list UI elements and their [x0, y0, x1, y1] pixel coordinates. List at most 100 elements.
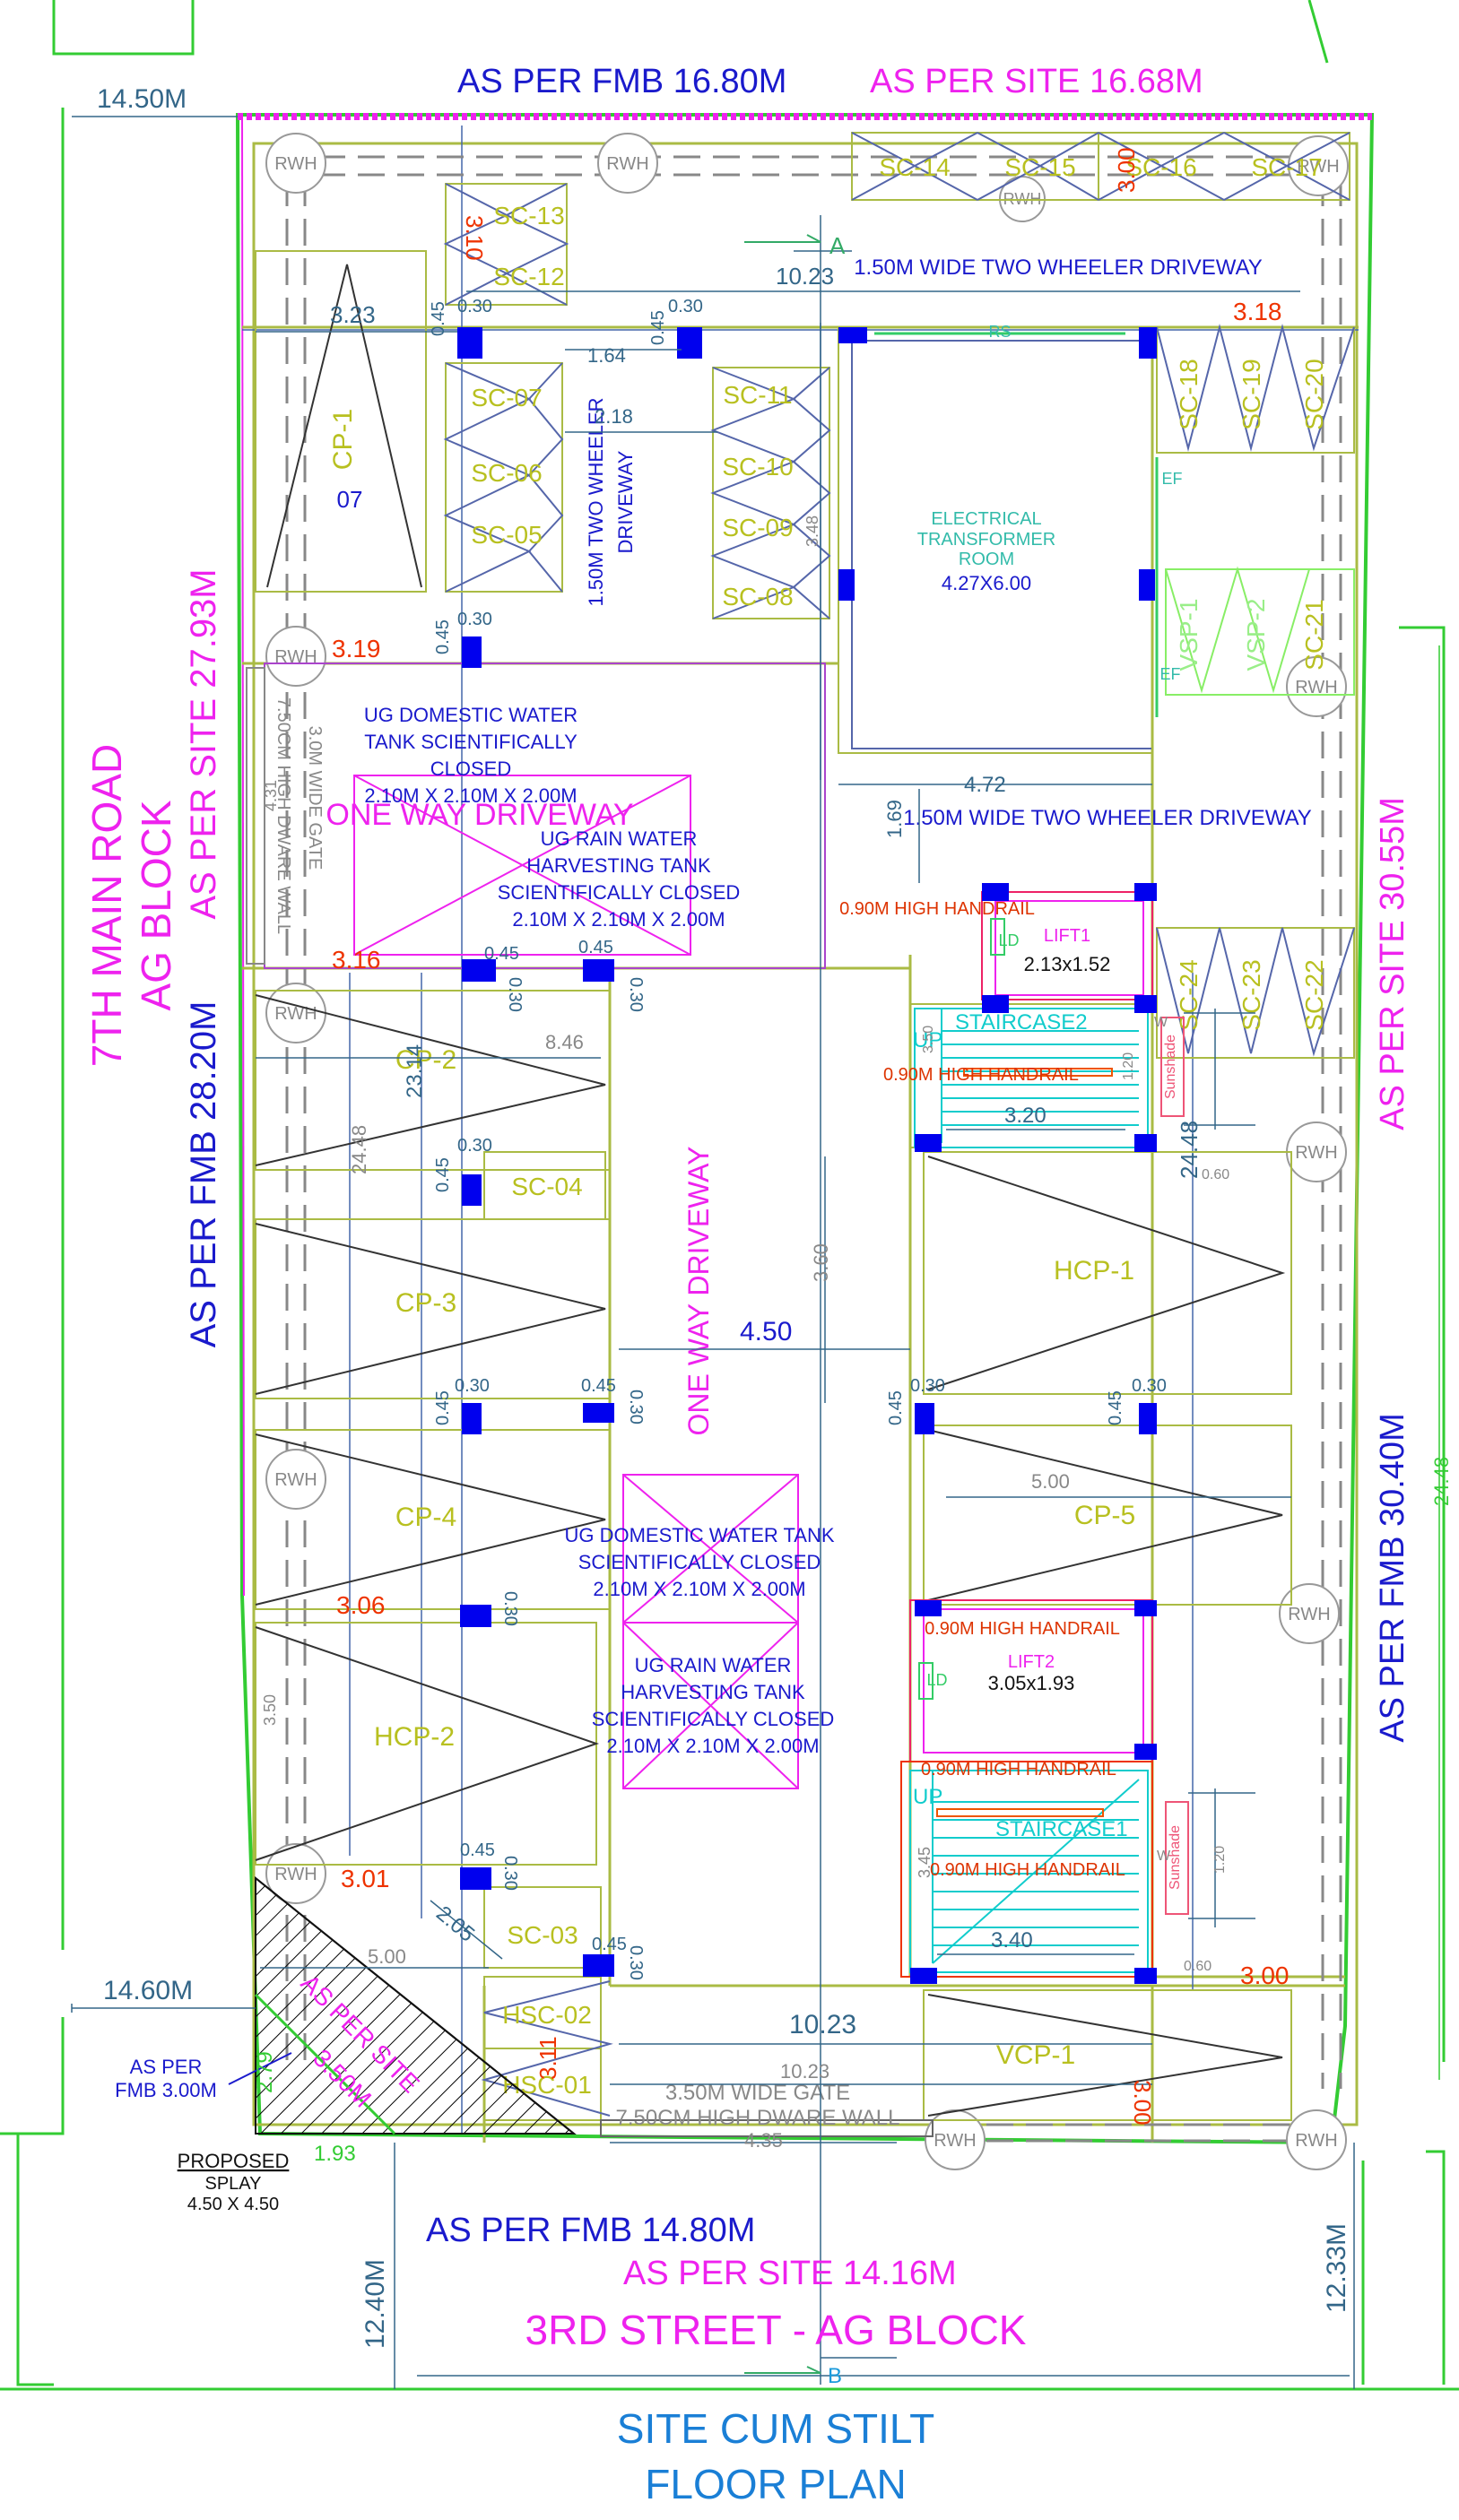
svg-text:SC-13: SC-13 — [493, 202, 564, 229]
svg-text:3.10: 3.10 — [461, 215, 488, 261]
svg-text:SC-23: SC-23 — [1238, 959, 1265, 1030]
svg-text:RWH: RWH — [934, 2131, 976, 2151]
rwh-pit — [1279, 1583, 1340, 1644]
svg-text:1.69: 1.69 — [883, 800, 906, 838]
svg-text:3.00: 3.00 — [1240, 1961, 1290, 1989]
left-offset-top: 14.50M — [97, 84, 187, 114]
svg-text:SC-05: SC-05 — [471, 521, 542, 549]
parking-sc-left — [443, 362, 564, 593]
svg-text:RWH: RWH — [274, 1865, 317, 1884]
gate-bottom — [600, 2119, 934, 2137]
gate-top — [246, 667, 265, 965]
section-a-label: A — [829, 232, 846, 259]
parking-right-column-labels: HCP-1 CP-5 — [1054, 1256, 1135, 1530]
svg-text:2.05: 2.05 — [431, 1901, 479, 1947]
staircase1-labels: 0.90M HIGH HANDRAIL STAIRCASE1 UP 0.90M … — [913, 1760, 1183, 1890]
svg-text:3.50: 3.50 — [921, 1026, 936, 1053]
svg-text:STAIRCASE1: STAIRCASE1 — [995, 1817, 1128, 1841]
svg-text:EF: EF — [1159, 665, 1180, 683]
svg-text:0.45: 0.45 — [433, 619, 453, 654]
svg-text:RS: RS — [988, 323, 1011, 341]
parking-sc-right-top-labels: SC-18 SC-19 SC-20 — [1175, 359, 1328, 429]
svg-text:2.10M X 2.10M X 2.00M: 2.10M X 2.10M X 2.00M — [512, 908, 725, 931]
proposed-splay-labels: PROPOSED SPLAY 4.50 X 4.50 — [178, 2150, 290, 2214]
svg-text:0.45: 0.45 — [886, 1390, 906, 1425]
svg-text:UG DOMESTIC WATER TANK: UG DOMESTIC WATER TANK — [564, 1524, 834, 1546]
surroundings — [0, 0, 1459, 2391]
svg-text:EF: EF — [1161, 470, 1182, 488]
svg-text:3.45: 3.45 — [916, 1847, 934, 1878]
rwh-pit — [265, 133, 326, 194]
svg-text:LIFT1: LIFT1 — [1044, 926, 1090, 946]
bottom-left-offset: 12.40M — [360, 2259, 390, 2349]
left-pink-line — [241, 116, 245, 1597]
svg-text:23.14: 23.14 — [403, 1044, 427, 1098]
parking-sc04 — [483, 1151, 606, 1220]
svg-text:HARVESTING TANK: HARVESTING TANK — [621, 1681, 805, 1703]
rwh-pit — [597, 133, 658, 194]
svg-text:UG RAIN WATER: UG RAIN WATER — [635, 1654, 792, 1676]
svg-text:8.46: 8.46 — [545, 1031, 584, 1053]
drawing-title-line2: FLOOR PLAN — [645, 2461, 906, 2507]
svg-text:3.01: 3.01 — [341, 1865, 390, 1892]
svg-text:STAIRCASE2: STAIRCASE2 — [955, 1010, 1088, 1035]
svg-text:SC-24: SC-24 — [1175, 959, 1203, 1030]
svg-text:SC-14: SC-14 — [879, 153, 950, 181]
svg-text:24.48: 24.48 — [1430, 1457, 1453, 1506]
svg-text:SC-20: SC-20 — [1300, 359, 1328, 429]
handrail-label-1: 0.90M HIGH HANDRAIL — [839, 899, 1035, 919]
svg-text:RWH: RWH — [1295, 2131, 1337, 2151]
svg-text:2.79: 2.79 — [253, 2051, 277, 2093]
svg-text:SC-15: SC-15 — [1004, 153, 1075, 181]
svg-text:3.00: 3.00 — [1113, 147, 1140, 193]
vcp1-label: VCP-1 — [996, 2040, 1075, 2070]
rwh-pit — [265, 1449, 326, 1510]
svg-text:LIFT2: LIFT2 — [1008, 1652, 1055, 1672]
svg-text:0.30: 0.30 — [910, 1376, 945, 1396]
section-markers — [744, 234, 821, 2374]
svg-text:LD: LD — [926, 1671, 947, 1689]
road-left-line2: AG BLOCK — [133, 800, 179, 1011]
transformer-labels: ELECTRICAL TRANSFORMER ROOM 4.27X6.00 RS… — [917, 323, 1183, 683]
svg-text:3.06: 3.06 — [336, 1591, 386, 1619]
svg-text:SCIENTIFICALLY CLOSED: SCIENTIFICALLY CLOSED — [592, 1708, 835, 1730]
svg-text:7.50CM HIGH DWARE WALL: 7.50CM HIGH DWARE WALL — [616, 2106, 900, 2130]
svg-text:RWH: RWH — [274, 1470, 317, 1490]
one-way-driveway-vertical: ONE WAY DRIVEWAY — [682, 1147, 715, 1436]
svg-text:3.20: 3.20 — [1004, 1104, 1046, 1128]
svg-text:0.30: 0.30 — [1132, 1376, 1167, 1396]
svg-text:3.50: 3.50 — [261, 1694, 279, 1726]
svg-text:0.90M HIGH HANDRAIL: 0.90M HIGH HANDRAIL — [883, 1065, 1079, 1085]
svg-text:SC-19: SC-19 — [1238, 359, 1265, 429]
svg-text:1.64: 1.64 — [587, 344, 626, 367]
svg-text:4.35: 4.35 — [744, 2129, 783, 2152]
parking-sc-right-mid — [1156, 927, 1355, 1059]
parking-sc-stack-labels: SC-13 SC-12 — [493, 202, 564, 290]
gate-top-label-1: 3.0M WIDE GATE — [305, 726, 325, 870]
svg-text:0.45: 0.45 — [648, 310, 668, 345]
svg-text:CP-2: CP-2 — [395, 1045, 456, 1075]
parking-sc-top-labels: SC-14 SC-15 SC-16 SC-17 — [879, 153, 1322, 181]
columns — [457, 327, 1157, 1984]
svg-text:24.48: 24.48 — [1176, 1121, 1203, 1179]
dimension-text: 10.23 3.23 0.30 0.30 1.64 2.18 0.30 4.72… — [330, 263, 1229, 2152]
svg-text:2.10M X 2.10M X 2.00M: 2.10M X 2.10M X 2.00M — [593, 1578, 805, 1600]
svg-text:0.45: 0.45 — [592, 1935, 627, 1954]
rwh-pit — [265, 626, 326, 687]
svg-text:2.10M X 2.10M X 2.00M: 2.10M X 2.10M X 2.00M — [606, 1735, 819, 1757]
parking-left-column — [255, 990, 611, 1866]
svg-text:TANK SCIENTIFICALLY: TANK SCIENTIFICALLY — [364, 731, 578, 753]
driveway-vertical-label-2: DRIVEWAY — [614, 450, 637, 553]
driveway-mid-label: 1.50M WIDE TWO WHEELER DRIVEWAY — [903, 806, 1312, 830]
parking-vsp — [1165, 566, 1355, 696]
svg-text:TRANSFORMER: TRANSFORMER — [917, 530, 1055, 550]
parking-right-column — [923, 1151, 1292, 1606]
svg-text:SC-11: SC-11 — [723, 381, 792, 409]
svg-text:0.60: 0.60 — [1202, 1167, 1229, 1182]
svg-text:3.00: 3.00 — [1129, 2080, 1156, 2126]
staircase2-labels: STAIRCASE2 UP 0.90M HIGH HANDRAIL Sunsha… — [883, 1010, 1178, 1099]
svg-text:UG RAIN WATER: UG RAIN WATER — [541, 827, 698, 850]
bottom-site-label: AS PER SITE 14.16M — [623, 2255, 957, 2292]
svg-text:0.30: 0.30 — [500, 1591, 520, 1626]
